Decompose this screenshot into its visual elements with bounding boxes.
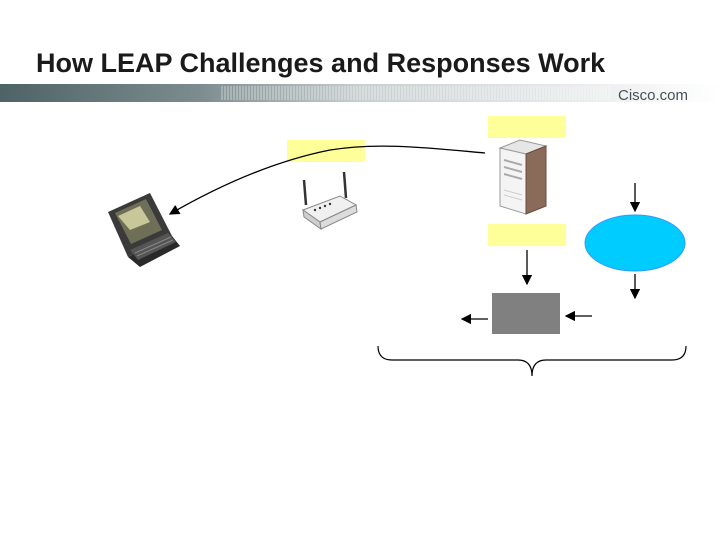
- server-tower-icon: [498, 139, 548, 215]
- radius-oval: [584, 214, 686, 272]
- label-box-server-top: [488, 116, 566, 138]
- grouping-brace: [377, 345, 687, 377]
- laptop-icon: [108, 193, 180, 267]
- process-box: [492, 293, 560, 334]
- label-box-server-bottom: [488, 224, 566, 246]
- cisco-logo: Cisco.com: [618, 87, 689, 104]
- header-band: [0, 84, 720, 102]
- wireless-access-point-icon: [301, 171, 358, 231]
- slide-title: How LEAP Challenges and Responses Work: [36, 48, 606, 78]
- arrow-server-to-client: [168, 145, 486, 215]
